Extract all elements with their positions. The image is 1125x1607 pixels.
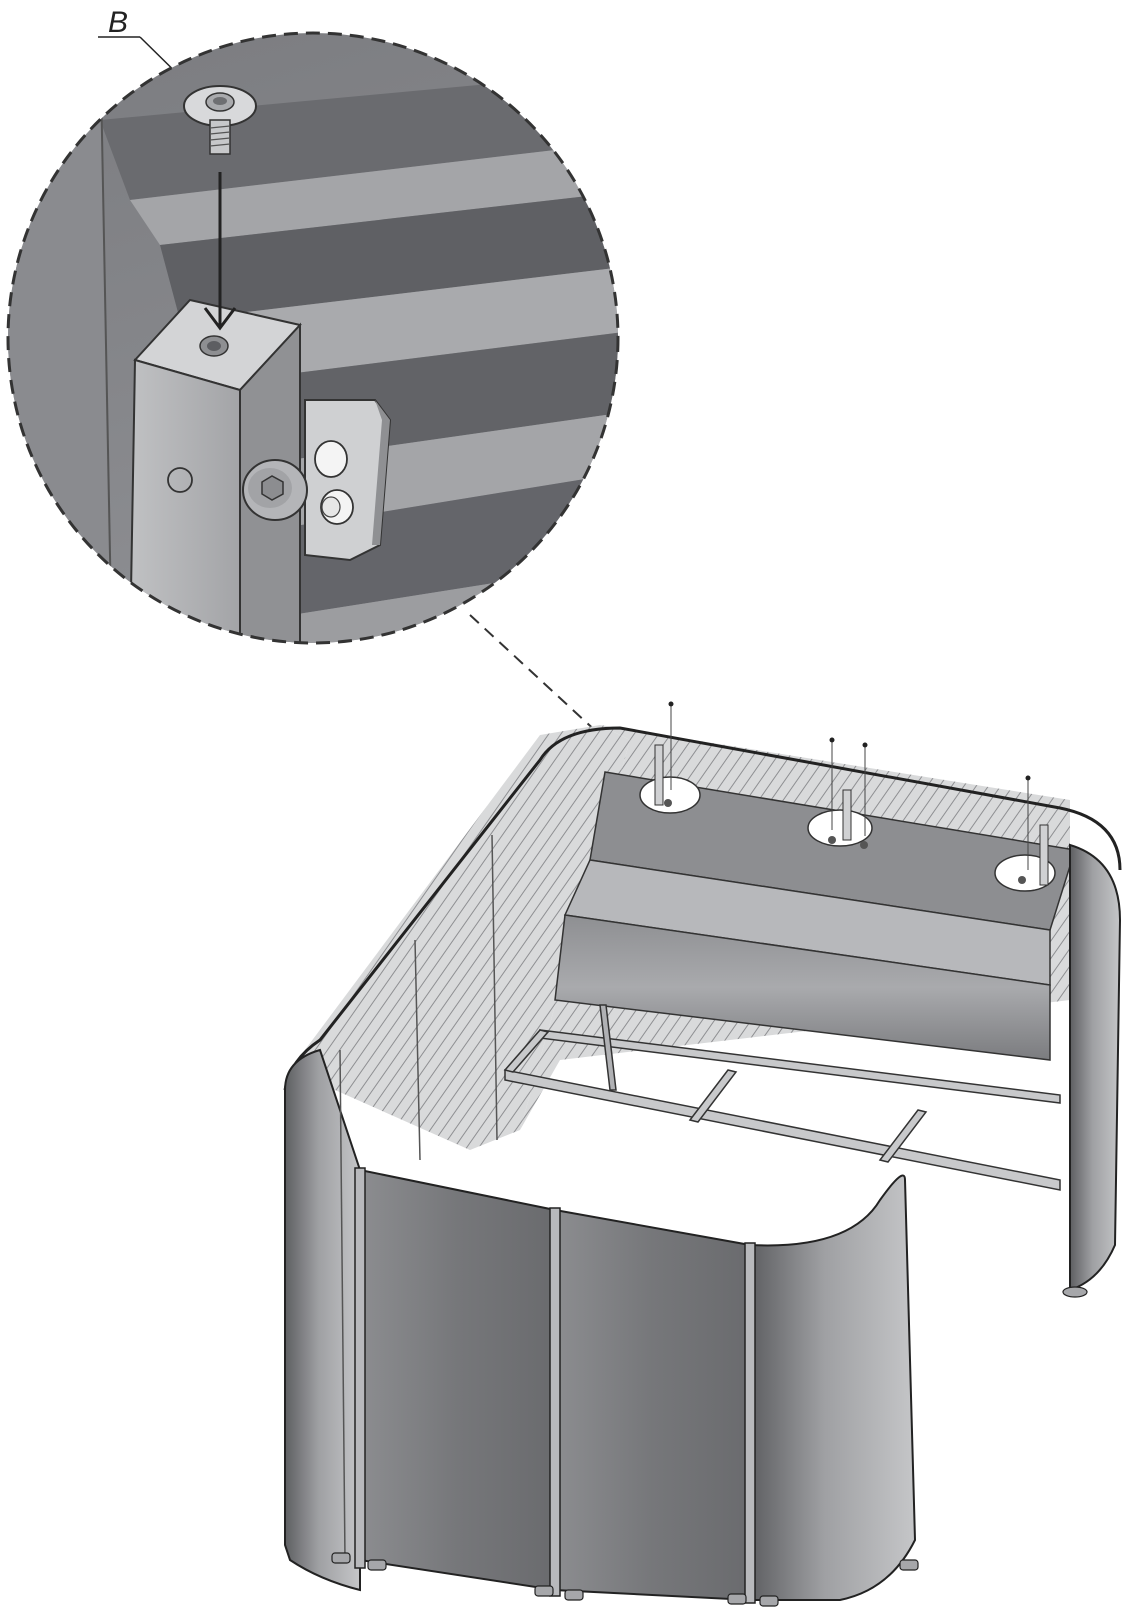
seat-frame: [503, 1004, 1061, 1191]
right-end-panel: [1069, 843, 1122, 1292]
detail-border: [6, 31, 620, 645]
screw-arrows: [668, 701, 1031, 870]
callout-label: B: [108, 6, 128, 39]
inner-rib-wall: [290, 725, 630, 1150]
bench-backrest: [554, 701, 1076, 1061]
front-right-curve: [749, 1174, 917, 1601]
screw-icon: [183, 85, 257, 155]
enclosure: [283, 701, 1122, 1607]
bolt-icon: [242, 459, 308, 521]
front-left-curve: [284, 1048, 361, 1592]
front-panel-1: [359, 1168, 556, 1592]
feet: [331, 1286, 1088, 1607]
plate: [304, 399, 392, 562]
posts: [339, 834, 756, 1604]
enclosure-rim: [283, 726, 1122, 1091]
front-panel-2: [554, 1208, 751, 1602]
detail-zoom: [6, 31, 620, 645]
arrow-down-icon: [203, 172, 237, 331]
